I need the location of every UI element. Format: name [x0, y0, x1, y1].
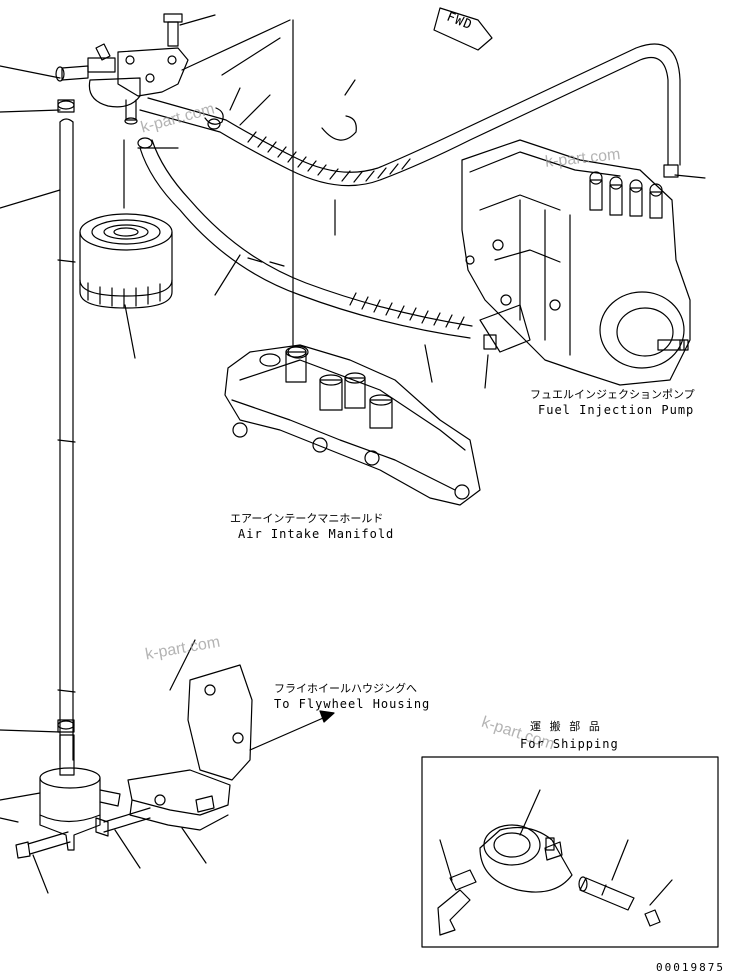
drawing-code: 00019875	[656, 961, 725, 974]
flywheel-housing-label-jp: フライホイールハウジングへ	[274, 682, 417, 695]
leader-lines	[0, 14, 706, 906]
for-shipping-label-jp: 運 搬 部 品	[530, 720, 601, 733]
fuel-injection-pump-label-en: Fuel Injection Pump	[538, 403, 695, 417]
reference-lines	[181, 19, 294, 346]
flywheel-bracket	[15, 664, 335, 859]
flywheel-housing-label-en: To Flywheel Housing	[274, 697, 431, 711]
fuel-injection-pump-label-jp: フュエルインジェクションポンプ	[530, 388, 695, 401]
fwd-arrow	[433, 7, 493, 51]
fuel-pipe	[57, 99, 76, 761]
air-intake-manifold	[224, 344, 481, 506]
filter-head	[55, 13, 189, 125]
fuel-injection-pump	[461, 139, 691, 386]
filter-cartridge	[79, 139, 173, 309]
for-shipping-label-en: For Shipping	[520, 737, 619, 751]
shipping-box	[421, 756, 719, 948]
separator-unit	[39, 734, 121, 851]
air-intake-manifold-label-jp: エアーインテークマニホールド	[230, 512, 384, 525]
air-intake-manifold-label-en: Air Intake Manifold	[238, 527, 395, 541]
fuel-hoses	[137, 43, 681, 350]
